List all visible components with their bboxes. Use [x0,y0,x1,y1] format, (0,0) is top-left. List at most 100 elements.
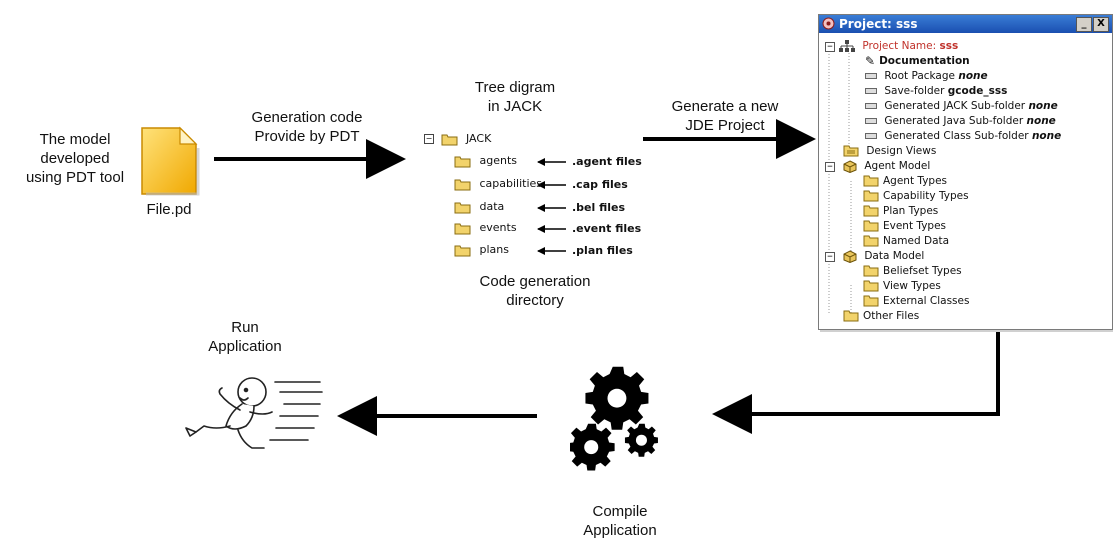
model-label-line2: developed [40,150,110,167]
window-title: Project: sss [839,17,918,31]
run-label: Run Application [190,318,300,356]
file-name: File.pd [146,201,192,218]
jack-root-label: JACK [466,132,492,145]
row-root-package[interactable]: Root Package none [865,69,988,83]
row-design-views[interactable]: Design Views [843,144,936,158]
minimize-button[interactable]: _ [1076,17,1092,32]
arrow-compile [712,326,1000,434]
row-project-name[interactable]: Project Name: sss [839,39,958,53]
tree-title: Tree digram in JACK [460,78,570,116]
class-subfolder-value: none [1031,130,1062,142]
jack-subfolder-value: none [1028,100,1058,112]
agent-model-label: Agent Model [864,160,931,172]
window-title-bar[interactable]: Project: sss _ X [819,15,1112,33]
folder-icon [441,134,457,145]
row-class-subfolder[interactable]: Generated Class Sub-folder none [865,129,1061,143]
save-folder-label: Save-folder [884,85,945,97]
cube-icon [843,249,857,263]
compile-line1: Compile [592,503,648,520]
collapse-toggle[interactable]: − [825,162,835,172]
folder-label: plans [479,243,509,256]
folder-icon [454,245,471,256]
code-dir-line2: directory [506,292,564,309]
agent-item-label: Agent Types [883,175,948,187]
row-view-types[interactable]: View Types [863,279,941,293]
code-dir-label: Code generation directory [455,272,615,310]
row-data-model[interactable]: Data Model [843,249,924,263]
row-jack-subfolder[interactable]: Generated JACK Sub-folder none [865,99,1058,113]
field-icon [865,103,877,109]
folder-label: capabilities [479,177,543,190]
data-item-label: Beliefset Types [883,265,962,277]
folder-label: agents [479,154,518,167]
folder-icon [454,202,471,213]
row-event-types[interactable]: Event Types [863,219,946,233]
row-agent-model[interactable]: Agent Model [843,159,930,173]
gen-project-line2: JDE Project [685,117,765,134]
jack-root: − JACK [424,132,491,146]
row-agent-types[interactable]: Agent Types [863,174,947,188]
data-model-label: Data Model [864,250,925,262]
gen-project-line1: Generate a new [671,98,779,115]
compile-label: Compile Application [560,502,680,540]
agent-item-label: Event Types [883,220,947,232]
generation-label: Generation code Provide by PDT [222,108,392,146]
generation-label-line2: Provide by PDT [254,128,360,145]
field-icon [865,133,877,139]
folder-icon [863,220,879,232]
jack-folder-events: events [454,221,517,235]
collapse-toggle[interactable]: − [825,42,835,52]
save-folder-value: gcode_sss [947,85,1008,97]
file-icon [141,126,200,196]
row-plan-types[interactable]: Plan Types [863,204,938,218]
project-name-value: sss [939,40,959,52]
ext-bel-files: .bel files [572,201,626,214]
ext-cap-files: .cap files [572,178,628,191]
row-beliefset-types[interactable]: Beliefset Types [863,264,962,278]
agent-item-label: Plan Types [883,205,939,217]
other-files-label: Other Files [863,310,920,322]
folder-icon [863,295,879,307]
collapse-toggle[interactable]: − [825,252,835,262]
folder-icon [863,265,879,277]
row-capability-types[interactable]: Capability Types [863,189,969,203]
jack-folder-plans: plans [454,243,509,257]
java-subfolder-value: none [1026,115,1056,127]
data-item-label: External Classes [883,295,970,307]
design-views-label: Design Views [866,145,937,157]
row-java-subfolder[interactable]: Generated Java Sub-folder none [865,114,1056,128]
hierarchy-icon [839,40,855,52]
folder-icon [454,156,471,167]
folder-icon [863,280,879,292]
data-item-label: View Types [883,280,941,292]
row-named-data[interactable]: Named Data [863,234,949,248]
project-window[interactable]: Project: sss _ X − Project Name: sss ✎Do… [818,14,1113,330]
ext-event-files: .event files [572,222,642,235]
close-button[interactable]: X [1093,17,1109,32]
jack-folder-data: data [454,200,504,214]
generation-label-line1: Generation code [251,109,363,126]
row-other-files[interactable]: Other Files [843,309,919,323]
row-save-folder[interactable]: Save-folder gcode_sss [865,84,1007,98]
folder-label: data [479,200,505,213]
pencil-icon: ✎ [865,54,876,68]
agent-item-label: Capability Types [883,190,969,202]
agent-item-label: Named Data [883,235,950,247]
collapse-icon: − [424,134,434,144]
app-icon [822,17,835,30]
folder-icon [863,175,879,187]
gears-icon [570,366,658,471]
folder-icon [454,223,471,234]
folder-icon [843,310,859,322]
root-package-value: none [958,70,988,82]
row-documentation[interactable]: ✎Documentation [865,54,970,68]
model-label: The model developed using PDT tool [20,130,130,187]
compile-line2: Application [583,522,657,539]
ext-plan-files: .plan files [572,244,633,257]
row-external-classes[interactable]: External Classes [863,294,969,308]
gen-project-label: Generate a new JDE Project [650,97,800,135]
java-subfolder-label: Generated Java Sub-folder [884,115,1024,127]
field-icon [865,88,877,94]
jack-subfolder-label: Generated JACK Sub-folder [884,100,1026,112]
